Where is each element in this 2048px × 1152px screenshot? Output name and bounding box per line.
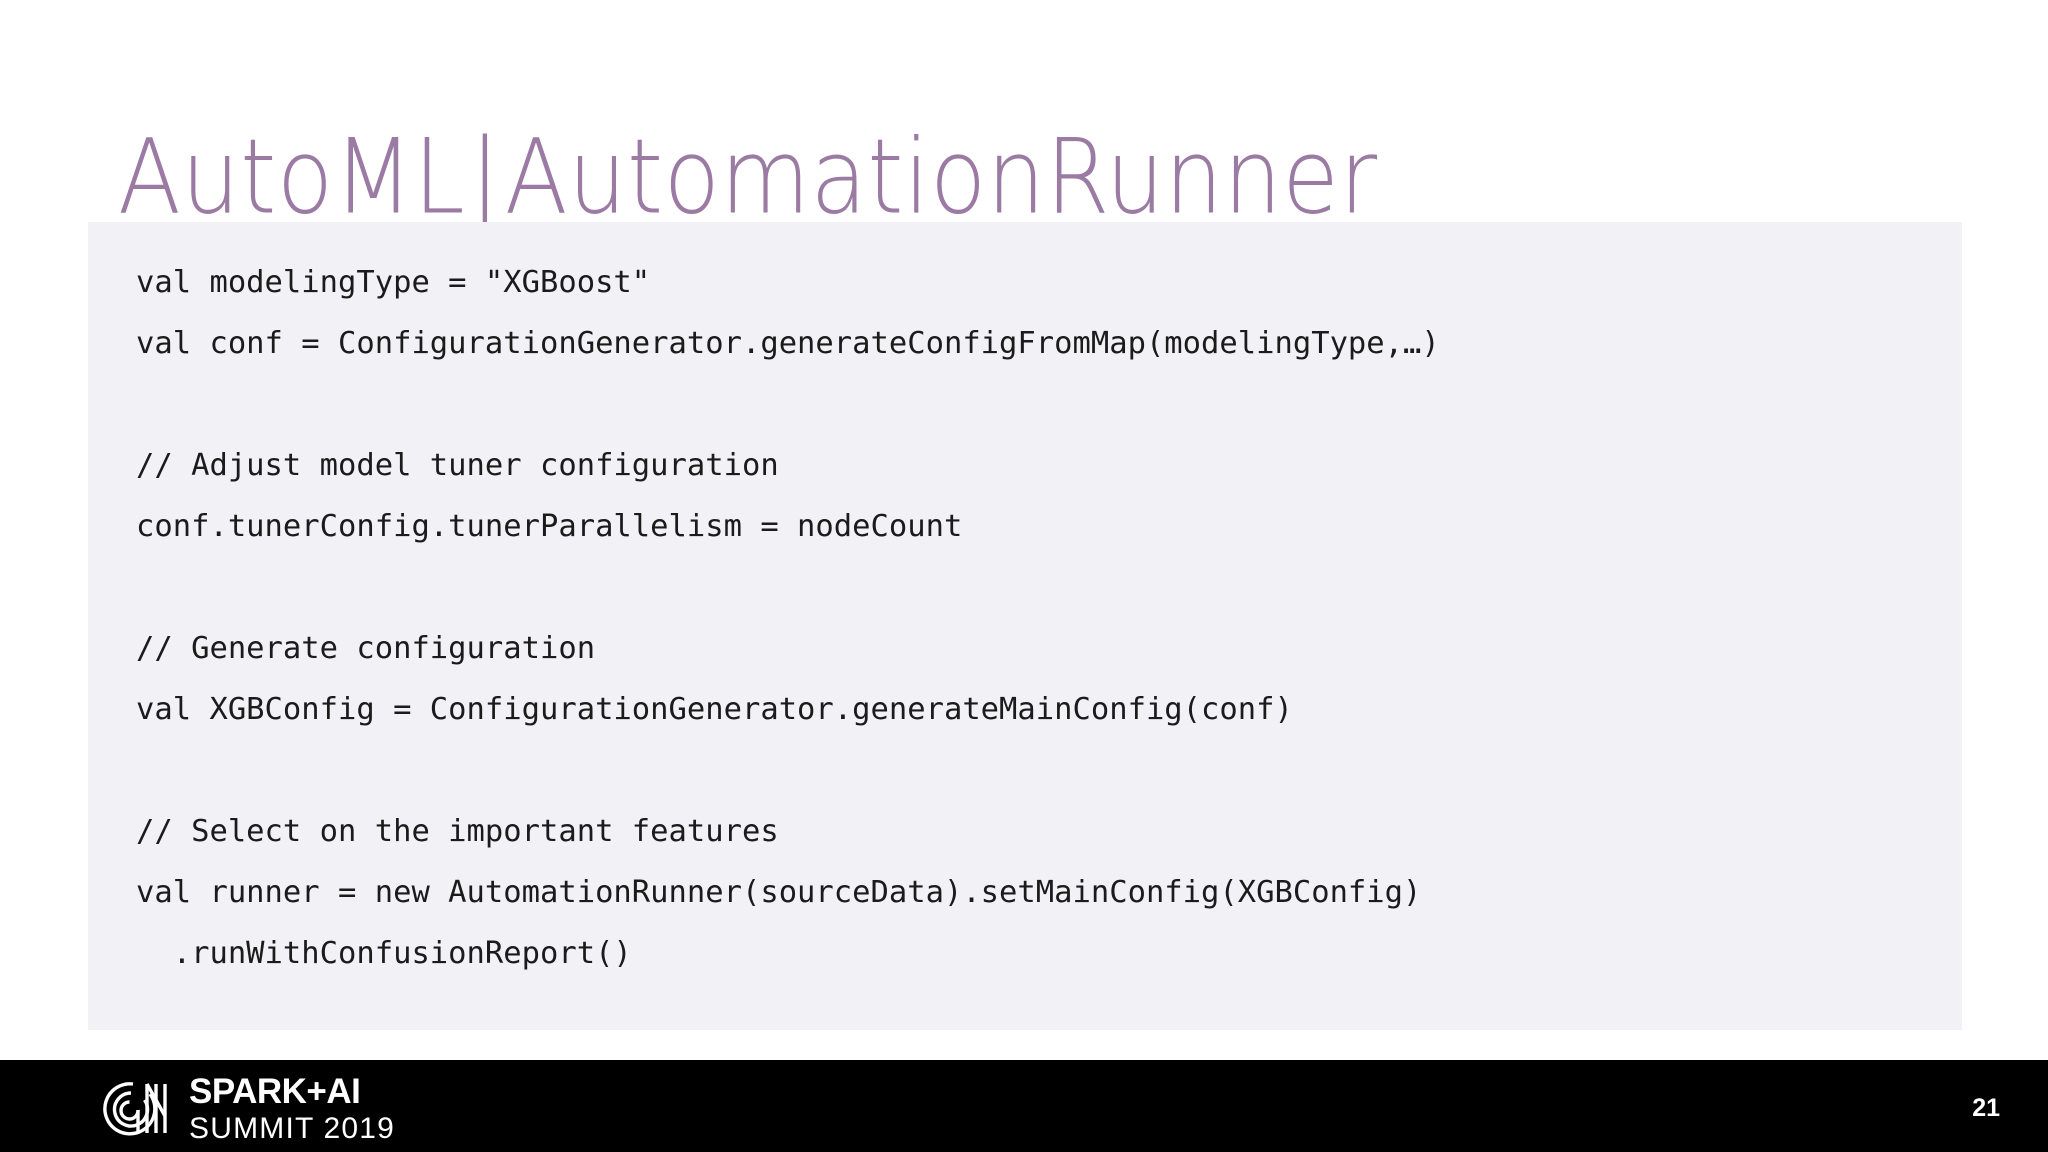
code-line-blank (136, 557, 1962, 618)
footer: SPARK+AI SUMMIT 2019 21 (0, 1060, 2048, 1152)
code-block: val modelingType = "XGBoost" val conf = C… (88, 222, 1962, 1030)
code-line: // Select on the important features (136, 814, 779, 849)
code-line: .runWithConfusionReport() (136, 936, 632, 971)
code-line: val XGBConfig = ConfigurationGenerator.g… (136, 692, 1293, 727)
logo-line-2: SUMMIT 2019 (189, 1112, 396, 1145)
code-line: val runner = new AutomationRunner(source… (136, 875, 1422, 910)
page-title-separator: | (469, 116, 501, 237)
code-line: conf.tunerConfig.tunerParallelism = node… (136, 509, 963, 544)
code-line: // Generate configuration (136, 631, 596, 666)
spark-ai-summit-spiral-logo-icon (103, 1082, 167, 1136)
code-line-blank (136, 374, 1962, 435)
logo-text: SPARK+AI SUMMIT 2019 (189, 1074, 395, 1144)
spark-ai-summit-logo: SPARK+AI SUMMIT 2019 (103, 1074, 395, 1144)
page-title-right: AutomationRunner (504, 116, 1378, 237)
page-title-left: AutoML (118, 116, 466, 237)
code-line: val modelingType = "XGBoost" (136, 265, 651, 300)
code-line-blank (136, 740, 1962, 801)
page-number: 21 (1972, 1094, 2000, 1122)
logo-line-1: SPARK+AI (189, 1072, 361, 1111)
code-line: val conf = ConfigurationGenerator.genera… (136, 326, 1440, 361)
page-title: AutoML|AutomationRunner (118, 123, 1378, 232)
code-line: // Adjust model tuner configuration (136, 448, 779, 483)
